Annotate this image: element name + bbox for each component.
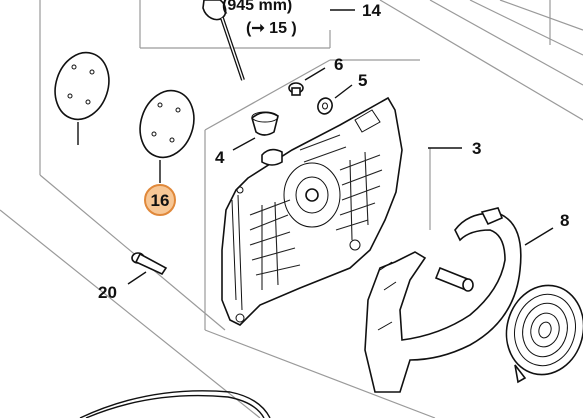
length-note: (945 mm)	[222, 0, 292, 14]
callout-16: 16	[151, 191, 170, 210]
callout-16-highlight	[144, 184, 176, 216]
callout-15-reference: (➞ 15 )	[246, 20, 297, 37]
callout-6: 6	[334, 55, 343, 74]
callout-3: 3	[472, 139, 481, 158]
part-20-bolt	[131, 252, 168, 276]
part-16-gasket	[139, 89, 195, 183]
callout-4: 4	[215, 148, 225, 167]
part-4-cap	[251, 111, 279, 136]
callout-5: 5	[358, 71, 367, 90]
part-rope-loop	[79, 390, 271, 418]
leader-4	[232, 137, 256, 151]
leader-6	[304, 67, 326, 81]
leader-5	[334, 84, 353, 99]
callout-20: 20	[98, 283, 117, 302]
part-6-screw	[288, 82, 304, 96]
part-gasket-left	[54, 51, 110, 145]
leader-8	[524, 227, 554, 246]
part-8-starter-guide	[364, 207, 522, 393]
part-14-cable	[202, 0, 245, 81]
part-3-housing	[221, 96, 403, 326]
leader-20	[127, 271, 147, 285]
part-5-washer	[317, 97, 333, 115]
callout-8: 8	[560, 211, 569, 230]
part-recoil-spring	[505, 284, 583, 384]
callout-14: 14	[362, 1, 381, 20]
